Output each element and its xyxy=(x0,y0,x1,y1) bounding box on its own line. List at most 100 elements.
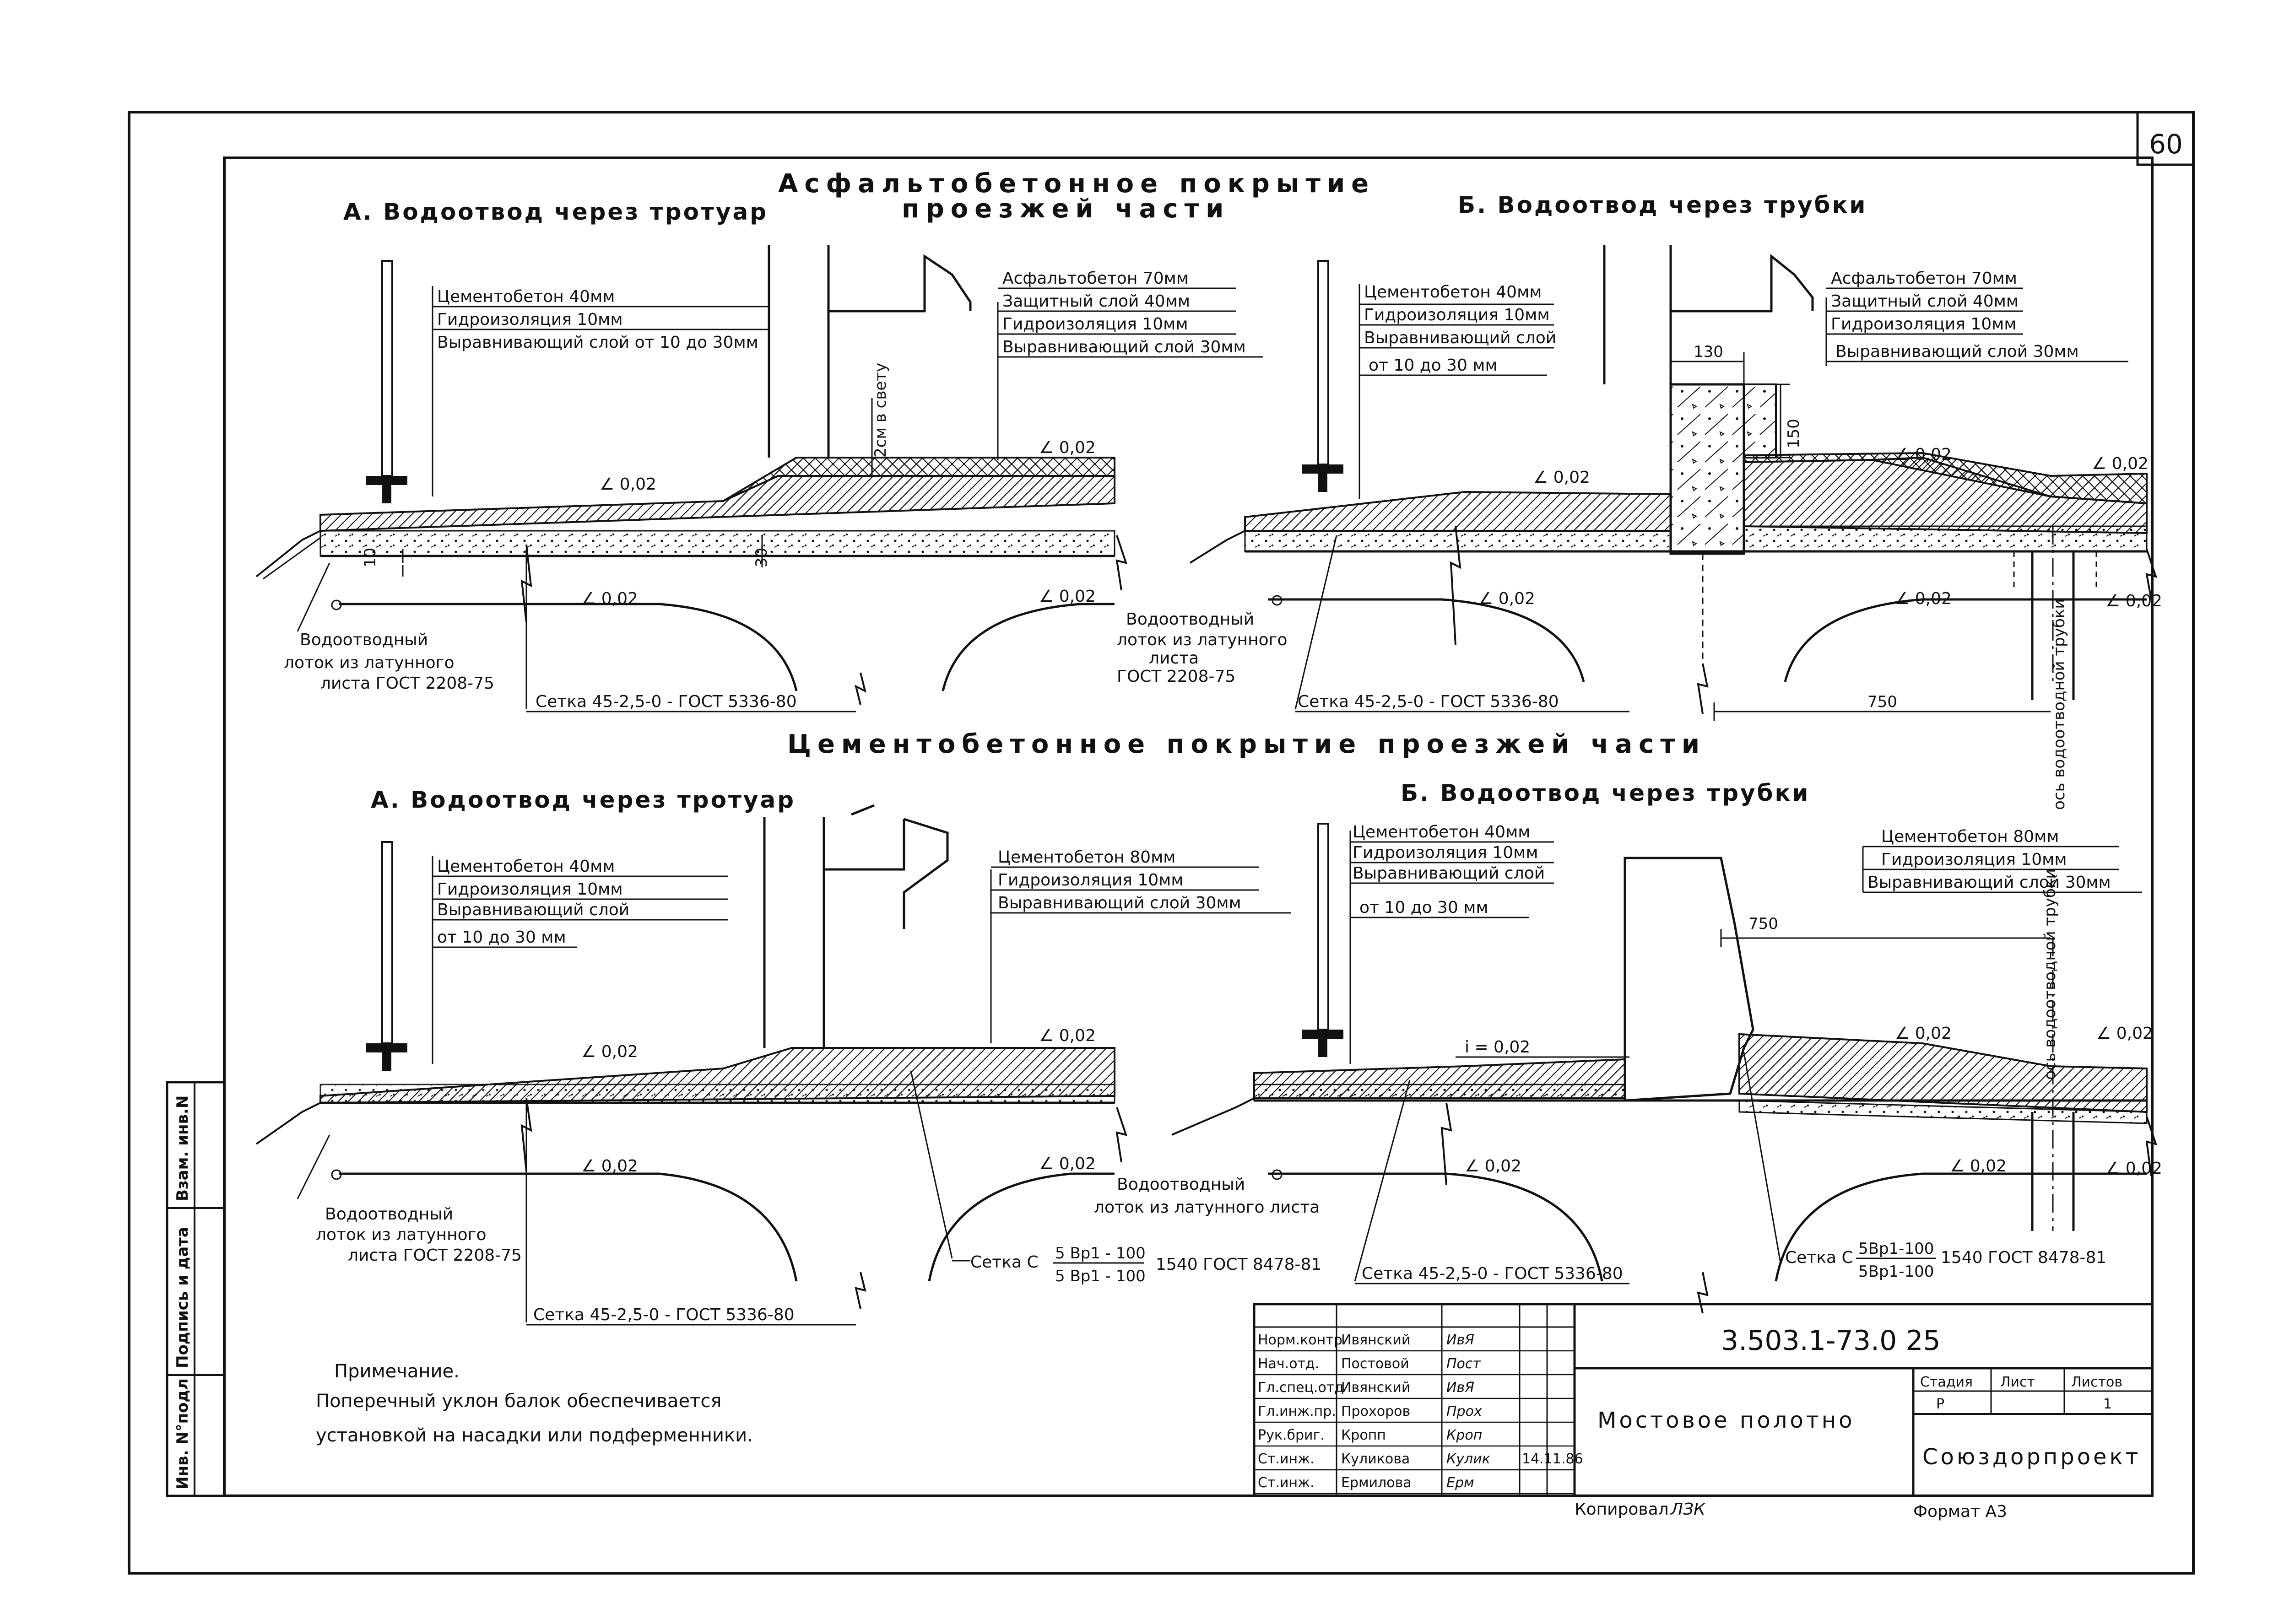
tl-road-layer-3: Гидроизоляция 10мм xyxy=(1002,315,1188,334)
role-date: 14.11.86 xyxy=(1522,1451,1583,1467)
detail-bottom-left xyxy=(255,804,1291,1326)
sheet-value: 1 xyxy=(2103,1396,2112,1412)
tl-road-layer-1: Асфальтобетон 70мм xyxy=(1002,269,1189,288)
tl-gutter-3: листа ГОСТ 2208-75 xyxy=(320,674,494,693)
side-stamp-replace: Взам. инв.N xyxy=(173,1095,192,1201)
title-bottom-left: А. Водоотвод через тротуар xyxy=(371,787,796,813)
tl-gutter-right-3: листа xyxy=(1149,649,1199,668)
tr-road-layer-3: Гидроизоляция 10мм xyxy=(1831,315,2016,334)
format-label: Формат А3 xyxy=(1913,1502,2007,1521)
tl-sidewalk-layer-1: Цементобетон 40мм xyxy=(437,287,615,306)
tl-slope-beam: ∠ 0,02 xyxy=(581,589,638,608)
tr-dim-150: 150 xyxy=(1785,419,1803,448)
tr-sidewalk-layer-1: Цементобетон 40мм xyxy=(1364,283,1542,302)
role-signature: Кулик xyxy=(1446,1451,1490,1467)
br-mesh-c-prefix: Сетка С xyxy=(1785,1248,1853,1267)
tr-sidewalk-layer-2: Гидроизоляция 10мм xyxy=(1364,306,1549,324)
br-mesh-c-num: 5Вр1-100 xyxy=(1858,1240,1934,1258)
stage-value: Р xyxy=(1936,1396,1944,1412)
role-title: Гл.спец.отд xyxy=(1258,1380,1344,1396)
note-line-1: Поперечный уклон балок обеспечивается xyxy=(316,1391,721,1412)
tr-dim-130: 130 xyxy=(1694,343,1723,361)
tl-clearance: 2см в свету xyxy=(871,363,890,458)
br-sidewalk-layer-4: от 10 до 30 мм xyxy=(1359,898,1488,917)
note: Примечание. Поперечный уклон балок обесп… xyxy=(316,1361,753,1446)
title-top-right: Б. Водоотвод через трубки xyxy=(1458,192,1867,218)
br-road-layer-1: Цементобетон 80мм xyxy=(1881,827,2059,846)
bl-gutter-1: Водоотводный xyxy=(325,1205,453,1224)
tr-road-layer-2: Защитный слой 40мм xyxy=(1831,292,2019,311)
detail-top-left xyxy=(255,245,1263,712)
sheets-label: Листов xyxy=(2071,1374,2122,1390)
role-signature: Прох xyxy=(1446,1403,1482,1419)
br-sidewalk-layer-2: Гидроизоляция 10мм xyxy=(1353,843,1538,862)
heading-asphalt-2: проезжей части xyxy=(902,194,1230,224)
title-bottom-right: Б. Водоотвод через трубки xyxy=(1401,780,1810,806)
br-road-layer-2: Гидроизоляция 10мм xyxy=(1881,850,2067,869)
br-road-layer-3: Выравнивающий слой 30мм xyxy=(1867,873,2111,892)
bl-mesh-c-prefix: Сетка С xyxy=(970,1253,1039,1272)
bl-road-layer-3: Выравнивающий слой 30мм xyxy=(998,894,1241,912)
role-person: Куликова xyxy=(1341,1451,1410,1467)
bl-slope-sidewalk: ∠ 0,02 xyxy=(581,1042,638,1061)
role-person: Постовой xyxy=(1341,1356,1409,1372)
tl-gutter-right-2: лоток из латунного xyxy=(1117,631,1288,649)
bl-sidewalk-layer-3: Выравнивающий слой xyxy=(437,901,629,919)
tr-slope-beam: ∠ 0,02 xyxy=(1478,589,1535,608)
role-title: Рук.бриг. xyxy=(1258,1427,1325,1443)
role-person: Ермилова xyxy=(1341,1475,1412,1491)
side-stamp-sign: Подпись и дата xyxy=(173,1227,192,1368)
tr-axis: ось водоотводной трубки xyxy=(2050,599,2068,810)
br-sidewalk-layer-3: Выравнивающий слой xyxy=(1353,864,1545,883)
bl-slope-beam: ∠ 0,02 xyxy=(581,1157,638,1176)
tl-gutter-right-4: ГОСТ 2208-75 xyxy=(1117,667,1235,686)
side-stamp: Инв. N°подл Подпись и дата Взам. инв.N xyxy=(166,1081,226,1497)
stage-label: Стадия xyxy=(1920,1374,1973,1390)
br-slope-beam-edge: ∠ 0,02 xyxy=(2105,1159,2162,1178)
bl-mesh-c-suffix: 1540 ГОСТ 8478-81 xyxy=(1156,1255,1321,1274)
bl-sidewalk-layer-4: от 10 до 30 мм xyxy=(437,928,566,947)
tl-slope-road: ∠ 0,02 xyxy=(1039,438,1096,457)
doc-title: Мостовое полотно xyxy=(1597,1408,1855,1433)
tl-slope-beam-right: ∠ 0,02 xyxy=(1039,587,1096,606)
tl-gutter-right-1: Водоотводный xyxy=(1126,610,1254,629)
heading-cement: Цементобетонное покрытие проезжей части xyxy=(787,729,1706,759)
bl-gutter-right-2: лоток из латунного листа xyxy=(1094,1198,1320,1217)
bl-mesh-c-den: 5 Вр1 - 100 xyxy=(1055,1267,1146,1285)
role-signature: ИвЯ xyxy=(1446,1380,1474,1396)
tr-mesh: Сетка 45-2,5-0 - ГОСТ 5336-80 xyxy=(1298,692,1559,711)
bl-mesh-c-num: 5 Вр1 - 100 xyxy=(1055,1244,1146,1263)
tl-road-layer-4: Выравнивающий слой 30мм xyxy=(1002,338,1246,356)
role-title: Ст.инж. xyxy=(1258,1475,1315,1491)
role-signature: Пост xyxy=(1446,1356,1481,1372)
bl-gutter-3: листа ГОСТ 2208-75 xyxy=(348,1246,522,1265)
role-signature: Ерм xyxy=(1446,1475,1474,1491)
role-person: Ивянский xyxy=(1341,1380,1410,1396)
tl-mesh: Сетка 45-2,5-0 - ГОСТ 5336-80 xyxy=(536,692,797,711)
note-line-2: установкой на насадки или подферменники. xyxy=(316,1425,753,1446)
br-slope-beam: ∠ 0,02 xyxy=(1465,1157,1521,1176)
doc-code: 3.503.1-73.0 25 xyxy=(1721,1325,1941,1357)
bl-road-layer-1: Цементобетон 80мм xyxy=(998,848,1175,867)
bottom-right-labels: Цементобетон 40мм Гидроизоляция 10мм Выр… xyxy=(1353,823,2162,1283)
bl-sidewalk-layer-1: Цементобетон 40мм xyxy=(437,857,615,876)
bottom-left-labels: Цементобетон 40мм Гидроизоляция 10мм Выр… xyxy=(316,848,1321,1324)
tl-gutter-2: лоток из латунного xyxy=(284,653,455,672)
role-person: Прохоров xyxy=(1341,1403,1410,1419)
bl-gutter-2: лоток из латунного xyxy=(316,1225,487,1244)
tr-sidewalk-layer-4: от 10 до 30 мм xyxy=(1369,356,1498,375)
top-left-labels: Цементобетон 40мм Гидроизоляция 10мм Выр… xyxy=(284,269,1288,711)
tr-road-layer-1: Асфальтобетон 70мм xyxy=(1831,269,2017,288)
tl-dim-30: 30 xyxy=(752,548,771,567)
tl-slope-sidewalk: ∠ 0,02 xyxy=(600,475,656,494)
tr-slope-road: ∠ 0,02 xyxy=(1895,445,1952,464)
bl-sidewalk-layer-2: Гидроизоляция 10мм xyxy=(437,880,622,899)
top-right-labels: Цементобетон 40мм Гидроизоляция 10мм Выр… xyxy=(1298,269,2162,810)
tl-sidewalk-layer-2: Гидроизоляция 10мм xyxy=(437,310,622,329)
br-mesh-c-den: 5Вр1-100 xyxy=(1858,1263,1934,1281)
role-title: Норм.контр xyxy=(1258,1332,1342,1348)
tl-gutter-1: Водоотводный xyxy=(300,631,428,649)
role-person: Кропп xyxy=(1341,1427,1386,1443)
